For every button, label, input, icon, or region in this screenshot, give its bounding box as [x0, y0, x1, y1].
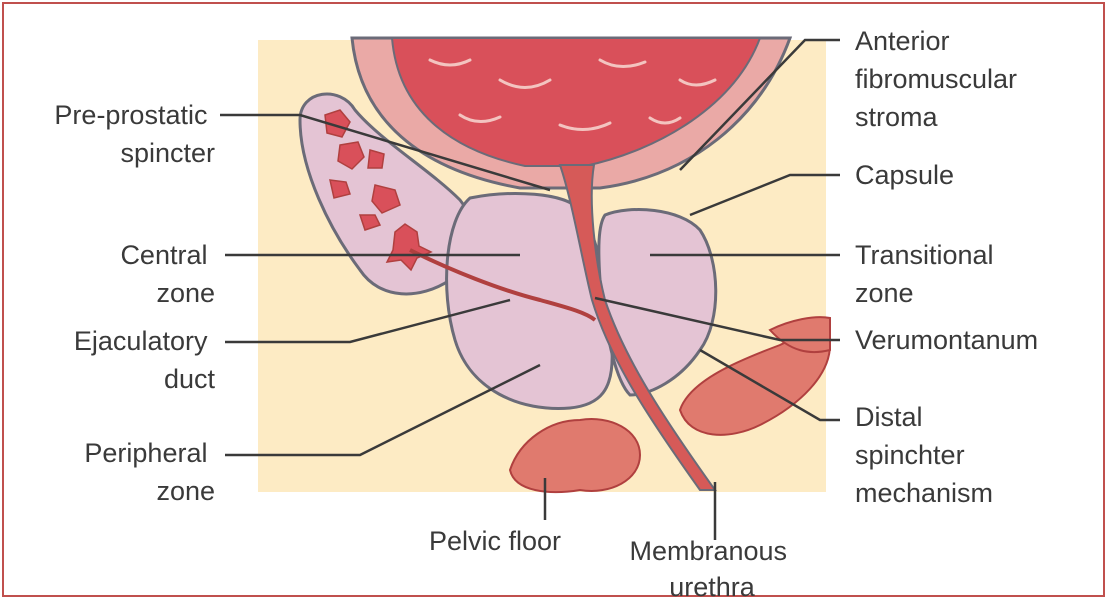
label-central: Central zone [120, 240, 215, 308]
label-anterior: Anterior fibromuscular stroma [855, 26, 1025, 132]
label-ejaculatory: Ejaculatory duct [74, 326, 216, 394]
label-pelvic-floor: Pelvic floor [429, 526, 561, 556]
label-transitional: Transitional zone [855, 240, 1001, 308]
label-membranous: Membranous urethra [629, 536, 794, 602]
label-distal: Distal spinchter mechanism [855, 402, 993, 508]
label-capsule: Capsule [855, 160, 954, 190]
label-verumontanum: Verumontanum [855, 325, 1038, 355]
label-peripheral: Peripheral zone [84, 438, 215, 506]
label-preprostatic: Pre-prostatic spincter [54, 100, 215, 168]
